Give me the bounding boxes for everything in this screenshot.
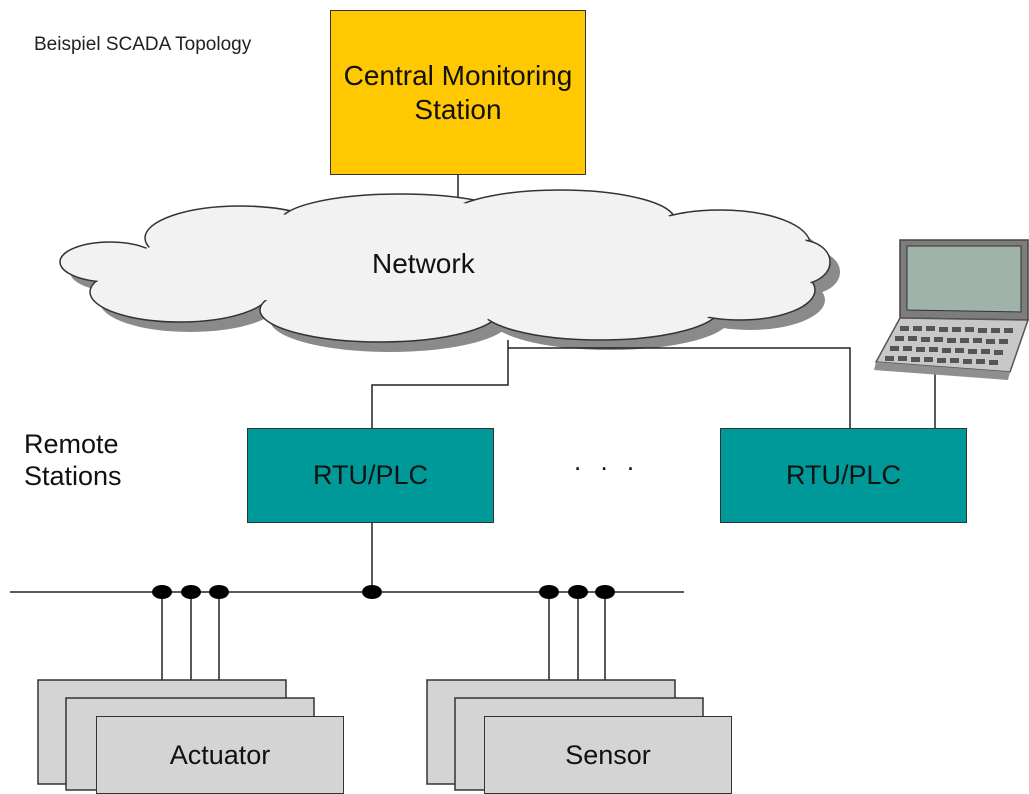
bus-tap bbox=[209, 585, 229, 599]
rtu-label: RTU/PLC bbox=[785, 460, 902, 490]
central-monitoring-station: Central Monitoring Station bbox=[330, 10, 586, 175]
bus-tap bbox=[181, 585, 201, 599]
bus-tap bbox=[539, 585, 559, 599]
rtu-plc-1: RTU/PLC bbox=[247, 428, 494, 523]
sensor-label: Sensor bbox=[565, 739, 651, 770]
actuator-label: Actuator bbox=[169, 739, 271, 770]
central-station-label: Central Monitoring Station bbox=[343, 59, 573, 125]
handheld-computer-icon bbox=[874, 239, 1029, 428]
rtu-label: RTU/PLC bbox=[312, 460, 429, 490]
network-cloud-body bbox=[65, 195, 825, 337]
bus-tap bbox=[595, 585, 615, 599]
sensor-box: Sensor bbox=[484, 716, 732, 794]
ellipsis: . . . bbox=[574, 446, 641, 476]
bus-tap bbox=[152, 585, 172, 599]
link-network-rtu-2 bbox=[508, 347, 851, 428]
bus-tap bbox=[568, 585, 588, 599]
bus-tap bbox=[362, 585, 382, 599]
bus-taps bbox=[152, 585, 615, 599]
diagram-caption: Beispiel SCADA Topology bbox=[34, 34, 252, 55]
actuator-box: Actuator bbox=[96, 716, 344, 794]
network-label: Network bbox=[372, 248, 475, 279]
rtu-plc-2: RTU/PLC bbox=[720, 428, 967, 523]
remote-stations-label: Remote Stations bbox=[24, 429, 122, 491]
link-network-rtu-1 bbox=[371, 340, 509, 428]
